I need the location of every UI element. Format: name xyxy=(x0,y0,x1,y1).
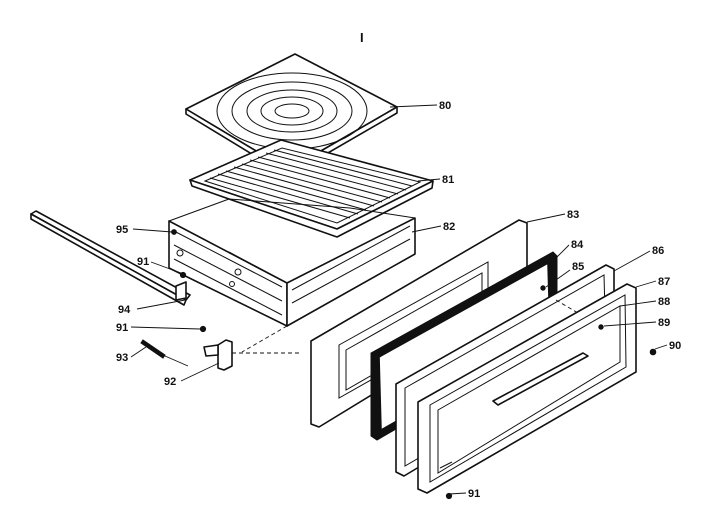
callout-90: 90 xyxy=(669,340,681,352)
part-93-pin xyxy=(140,339,189,367)
callout-88: 88 xyxy=(658,296,670,308)
figure-number: I xyxy=(360,30,364,45)
callout-84: 84 xyxy=(571,239,584,251)
callout-91-upper: 91 xyxy=(137,256,149,268)
leader-lines xyxy=(130,104,668,495)
assembly-guides xyxy=(232,299,579,354)
callout-92: 92 xyxy=(164,376,176,388)
part-80-broiler-pan-insert xyxy=(185,53,398,177)
callout-93: 93 xyxy=(116,352,128,364)
part-82-drawer-body xyxy=(168,198,416,327)
part-81-broiler-pan xyxy=(189,139,434,238)
callout-91-lower: 91 xyxy=(468,488,480,500)
callout-87: 87 xyxy=(658,276,670,288)
clip-85 xyxy=(540,285,546,291)
callout-81: 81 xyxy=(442,174,454,186)
callout-94: 94 xyxy=(118,304,131,316)
callout-80: 80 xyxy=(439,100,451,112)
screw-91-lower xyxy=(445,492,453,500)
callout-86: 86 xyxy=(652,245,664,257)
part-87-door-front xyxy=(417,283,637,494)
screw-91-middle xyxy=(199,325,207,333)
part-92-bracket xyxy=(203,339,233,371)
callout-95: 95 xyxy=(116,224,128,236)
fasteners xyxy=(171,229,657,500)
screw-95 xyxy=(171,229,177,235)
callout-85: 85 xyxy=(572,261,584,273)
callout-83: 83 xyxy=(567,209,579,221)
callout-89: 89 xyxy=(658,317,670,329)
callout-82: 82 xyxy=(443,221,455,233)
part-94-slide-rail xyxy=(30,210,191,306)
callout-91-middle: 91 xyxy=(116,322,128,334)
clip-88 xyxy=(598,324,604,330)
screw-91-upper xyxy=(179,271,187,279)
screw-90 xyxy=(649,348,657,356)
